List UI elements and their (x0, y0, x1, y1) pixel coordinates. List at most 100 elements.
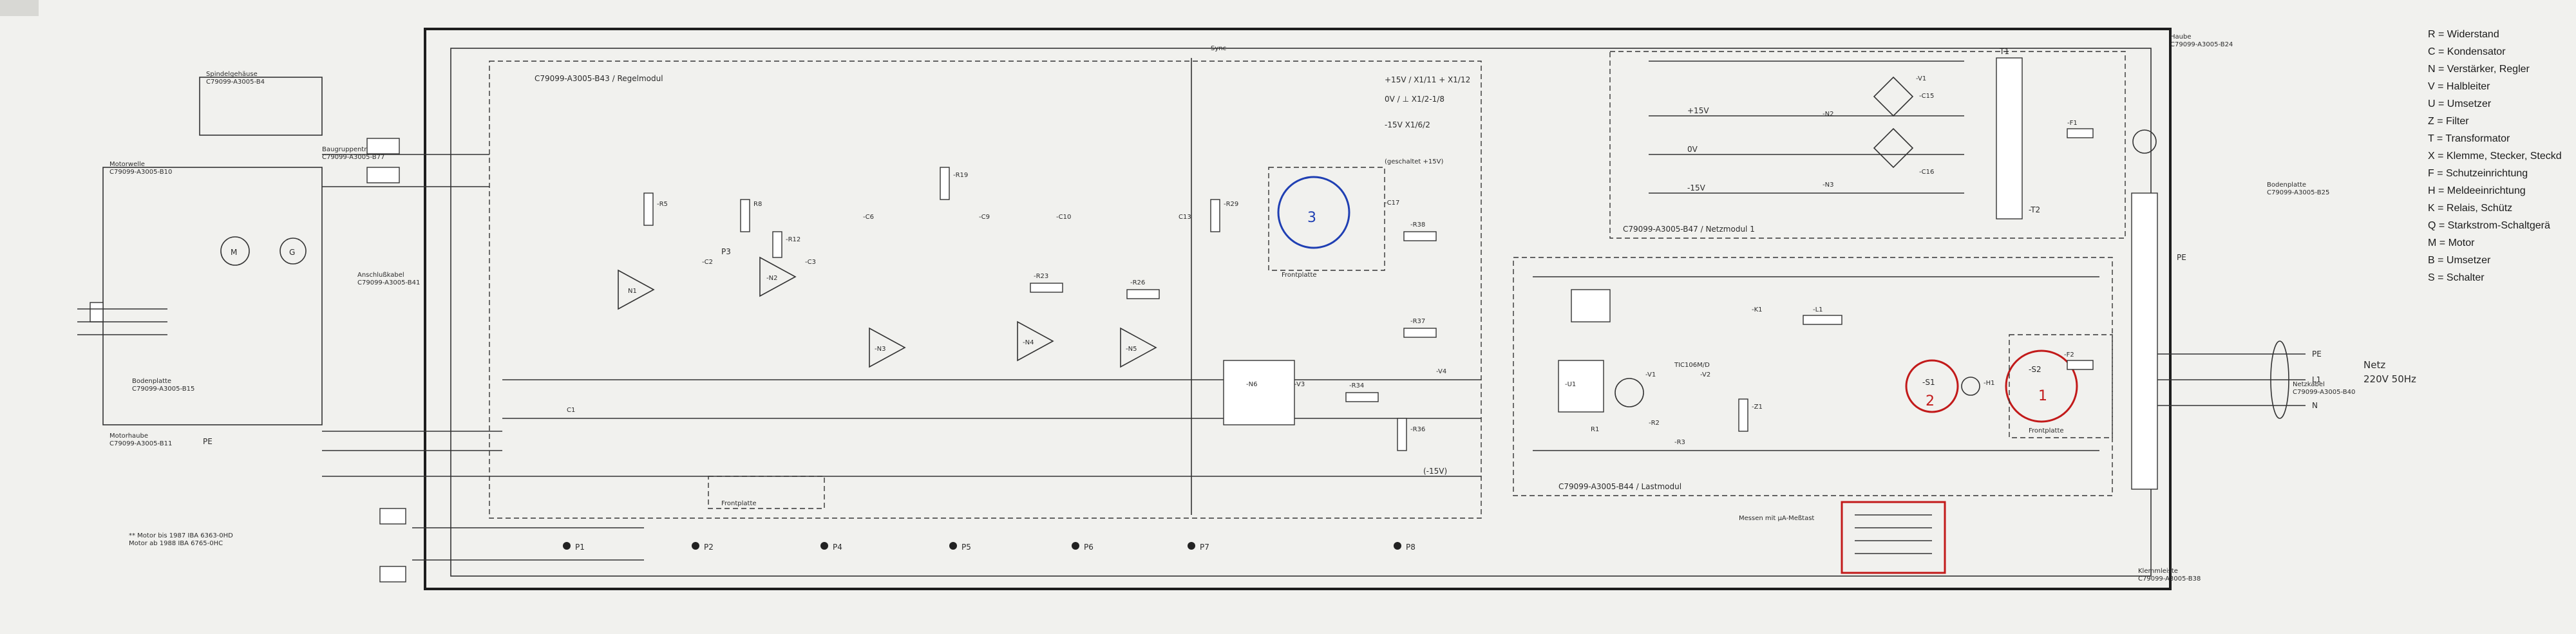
resistor-r29 (1210, 199, 1220, 232)
resistor-r37-label: -R37 (1410, 318, 1425, 325)
tp-p5[interactable] (949, 542, 957, 550)
transformer-t2-label: -T2 (2029, 205, 2040, 214)
inner-frame (450, 48, 2152, 577)
mains-voltage-label: 220V 50Hz (2363, 373, 2416, 385)
resistor-r5-label: -R5 (657, 201, 668, 208)
cap-c13-label: C13 (1179, 214, 1191, 221)
netzmodul-boundary (1609, 51, 2126, 239)
motor-symbol (220, 236, 250, 266)
bridge-v2 (1873, 127, 1914, 169)
tp-p4[interactable] (820, 542, 828, 550)
rail-0v-top: 0V / ⊥ X1/2-1/8 (1385, 95, 1444, 104)
opamp-n3-label: -N3 (875, 346, 886, 353)
cap-c3-label: -C3 (805, 259, 816, 266)
opamp-n3 (869, 327, 906, 368)
transformer-t1-label: T1 (1999, 47, 2009, 56)
opamp-n2-label: -N2 (766, 275, 777, 282)
ic-n6 (1223, 360, 1295, 425)
resistor-r5 (643, 192, 654, 226)
annotation-3: 3 (1307, 210, 1316, 226)
resistor-r34-label: -R34 (1349, 382, 1364, 389)
resistor-r8-label: R8 (753, 201, 762, 208)
rail-minus15: (-15V) (1423, 467, 1447, 476)
tp-p6[interactable] (1072, 542, 1079, 550)
n3-netz-label: -N3 (1823, 182, 1833, 189)
netz-minus15: -15V (1687, 183, 1706, 192)
optocoupler-u1 (1558, 360, 1604, 413)
resistor-r19 (940, 167, 950, 200)
frontplatte-box-3 (2009, 334, 2113, 438)
resistor-r2-label: -R2 (1649, 420, 1660, 427)
tp-p8-label: P8 (1406, 543, 1416, 552)
lamp-h1 (1961, 377, 1980, 396)
cap-c17-label: -C17 (1385, 200, 1399, 207)
regelmodul-boundary (489, 61, 1482, 519)
diode-v3-label: -V3 (1294, 381, 1305, 388)
triac-v2-label: -V2 (1700, 371, 1710, 378)
switch-box-1 (379, 508, 406, 525)
legend-item: X = Klemme, Stecker, Steckd (2428, 151, 2562, 162)
not-aus-1 (366, 138, 400, 154)
tp-p1[interactable] (563, 542, 571, 550)
mains-netz-label: Netz (2363, 359, 2385, 371)
fuse-f2-label: -F2 (2064, 351, 2074, 359)
tp-p2[interactable] (692, 542, 699, 550)
opamp-n5-label: -N5 (1126, 346, 1137, 353)
resistor-r23-label: -R23 (1034, 273, 1048, 280)
frontplatte-label-2: Frontplatte (721, 500, 757, 507)
mains-n-label: N (2312, 401, 2318, 410)
annotation-2: 2 (1926, 393, 1935, 409)
resistor-r36-label: -R36 (1410, 426, 1425, 433)
tp-p3-label: P3 (721, 247, 731, 256)
switch-s2-label: -S2 (2029, 365, 2041, 374)
legend-item: N = Verstärker, Regler (2428, 64, 2530, 75)
connector-x8 (90, 302, 104, 322)
cap-c6-label: -C6 (863, 214, 874, 221)
messpunkt-note: Messen mit µA-Meßtast (1739, 515, 1814, 522)
transistor-v1 (1615, 378, 1644, 407)
rail-minus15-top: -15V X1/6/2 (1385, 120, 1430, 129)
tp-p7[interactable] (1188, 542, 1195, 550)
rail-geschaltet: (geschaltet +15V) (1385, 158, 1443, 165)
fuse-f2 (2067, 360, 2094, 370)
scan-corner (0, 0, 39, 16)
opamp-n4-label: -N4 (1023, 339, 1034, 346)
tp-p7-label: P7 (1200, 543, 1209, 552)
tp-p8[interactable] (1394, 542, 1401, 550)
tp-p4-label: P4 (833, 543, 842, 552)
mains-pe-label: PE (2312, 350, 2322, 359)
cap-c10-label: -C10 (1056, 214, 1071, 221)
annotation-circle-blue (1277, 176, 1350, 249)
tacho-generator-symbol (279, 238, 307, 265)
opamp-n5 (1120, 327, 1157, 368)
motor-label: M (231, 248, 237, 257)
annotation-circle-s1 (1905, 359, 1959, 413)
resistor-r1-label: R1 (1591, 426, 1599, 433)
ground-symbol (2132, 129, 2157, 154)
legend-item: C = Kondensator (2428, 46, 2506, 57)
lamp-h1-label: -H1 (1984, 380, 1995, 387)
legend-item: T = Transformator (2428, 133, 2510, 144)
transistor-v1-label: -V1 (1645, 371, 1656, 378)
choke-l1 (1803, 315, 1842, 325)
resistor-r26-label: -R26 (1130, 279, 1145, 286)
netz-plus15: +15V (1687, 106, 1709, 115)
legend-item: R = Widerstand (2428, 29, 2499, 40)
rail-sync: Sync (1211, 45, 1226, 52)
bridge-v1-label: -V1 (1916, 75, 1926, 82)
mains-l1-label: L1 (2312, 375, 2321, 384)
resistor-r8 (740, 199, 750, 232)
opamp-n1 (618, 269, 655, 310)
opamp-n1-label: N1 (628, 288, 637, 295)
tp-p5-label: P5 (961, 543, 971, 552)
not-aus-2 (366, 167, 400, 183)
opamp-n2 (759, 256, 797, 297)
cap-c15-label: -C15 (1919, 93, 1934, 100)
